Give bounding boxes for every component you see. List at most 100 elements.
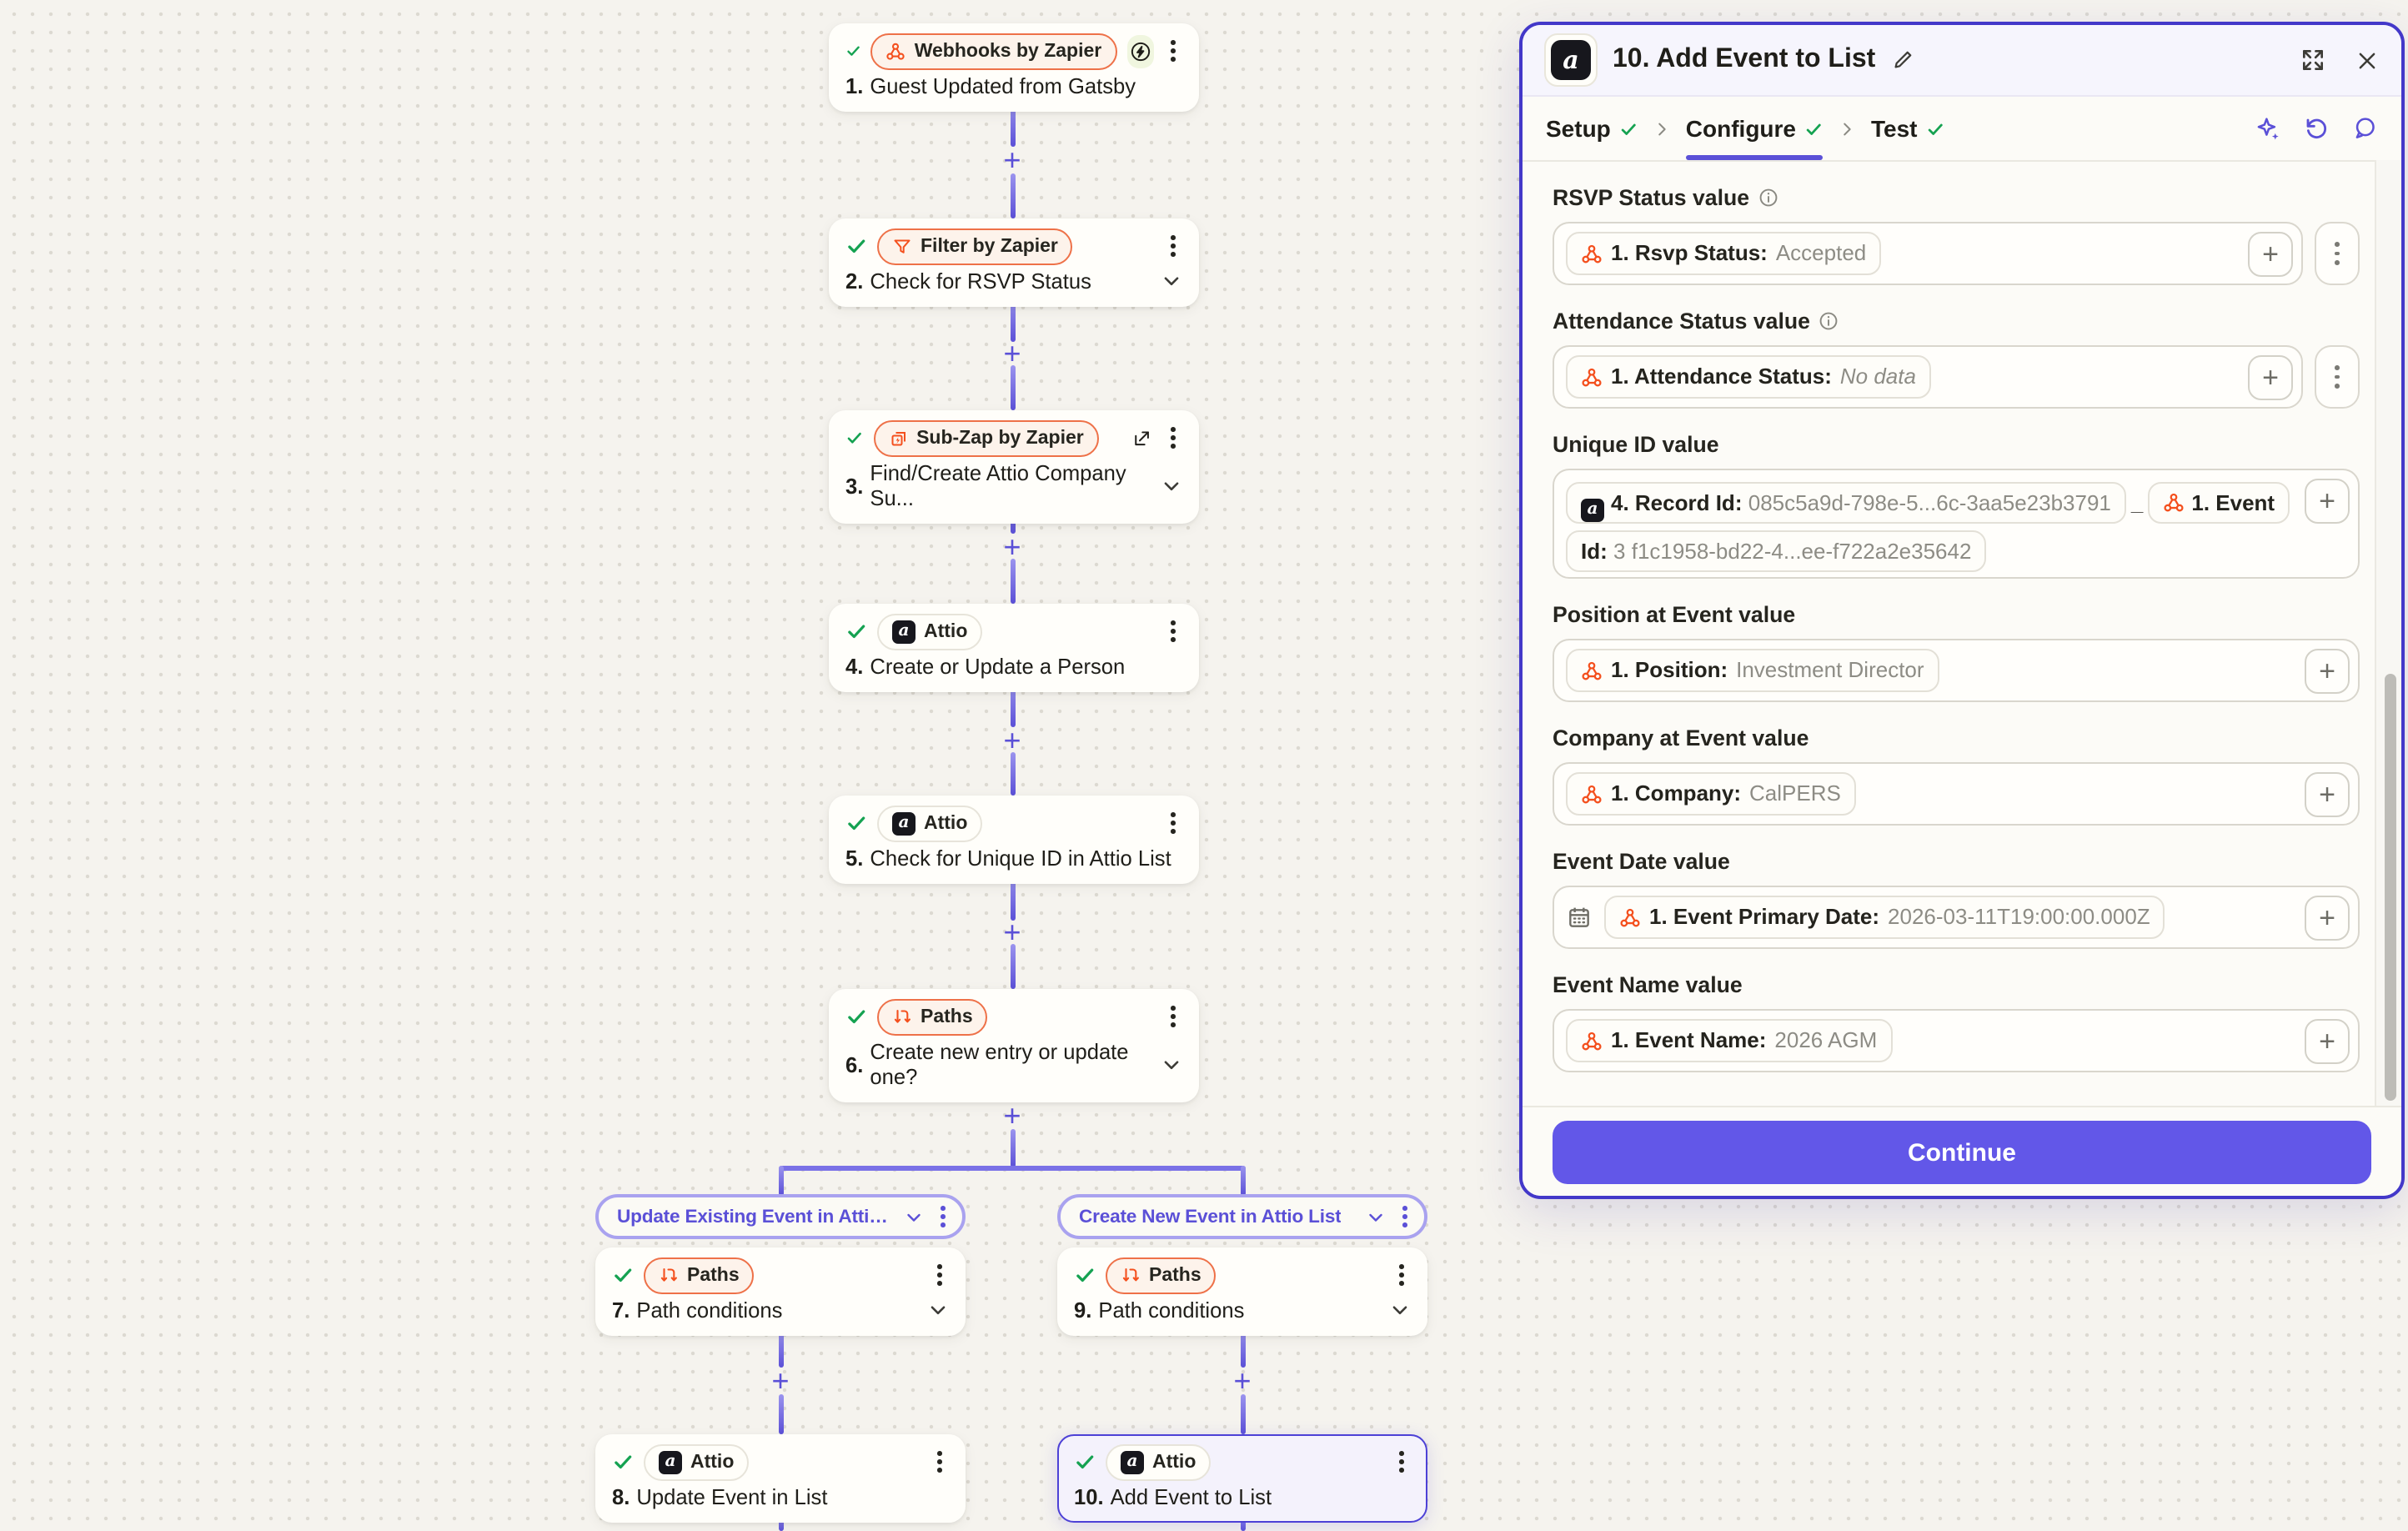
step-node-2[interactable]: Filter by Zapier 2.Check for RSVP Status — [829, 218, 1199, 307]
add-mapping-button[interactable]: + — [2248, 232, 2293, 277]
branch-label-update-existing[interactable]: Update Existing Event in Attio List — [595, 1194, 966, 1239]
kebab-menu-icon[interactable] — [1392, 1258, 1411, 1291]
token-chip[interactable]: 1. Position:Investment Director — [1566, 649, 1939, 692]
app-pill-paths[interactable]: Paths — [1106, 1257, 1217, 1293]
comment-icon[interactable] — [2351, 115, 2378, 142]
chevron-down-icon[interactable] — [1389, 1299, 1411, 1321]
chevron-down-icon[interactable] — [1161, 270, 1182, 292]
app-pill-webhooks[interactable]: Webhooks by Zapier — [870, 33, 1117, 69]
continue-button[interactable]: Continue — [1553, 1121, 2371, 1184]
app-pill-paths[interactable]: Paths — [644, 1257, 755, 1293]
add-step-button[interactable]: + — [1003, 1099, 1021, 1132]
tab-test[interactable]: Test — [1871, 97, 1944, 160]
calendar-icon[interactable] — [1566, 904, 1593, 931]
token-chip[interactable]: 1. Attendance Status:No data — [1566, 355, 1931, 399]
mapped-field-input[interactable]: 1. Event Primary Date:2026-03-11T19:00:0… — [1553, 886, 2360, 949]
mapped-field-input[interactable]: 1. Attendance Status:No data + — [1553, 345, 2303, 409]
kebab-menu-icon[interactable] — [1396, 1200, 1414, 1232]
chevron-down-icon[interactable] — [904, 1207, 924, 1227]
panel-tabs: Setup Configure Test — [1523, 97, 2401, 162]
tab-configure[interactable]: Configure — [1685, 97, 1824, 160]
kebab-menu-icon[interactable] — [1164, 1000, 1182, 1032]
kebab-menu-icon[interactable] — [1392, 1445, 1411, 1478]
step-node-1[interactable]: Webhooks by Zapier 1.Guest Updated from … — [829, 23, 1199, 112]
external-link-icon[interactable] — [1132, 426, 1151, 449]
add-step-button[interactable]: + — [1003, 143, 1021, 177]
kebab-menu-icon[interactable] — [931, 1445, 949, 1478]
kebab-menu-icon[interactable] — [1164, 229, 1182, 262]
chevron-down-icon[interactable] — [1161, 474, 1182, 496]
add-mapping-button[interactable]: + — [2305, 479, 2350, 524]
close-icon[interactable] — [2355, 48, 2380, 73]
expand-icon[interactable] — [2300, 47, 2326, 73]
tab-setup[interactable]: Setup — [1546, 97, 1638, 160]
step-node-7[interactable]: Paths 7.Path conditions — [595, 1247, 966, 1336]
step-node-3[interactable]: Sub-Zap by Zapier 3.Find/Create Attio Co… — [829, 410, 1199, 524]
add-mapping-button[interactable]: + — [2305, 1019, 2350, 1064]
panel-scrollbar-track[interactable] — [2375, 160, 2401, 1106]
chevron-down-icon[interactable] — [1161, 1053, 1182, 1075]
mapped-field-input[interactable]: 1. Event Name:2026 AGM + — [1553, 1009, 2360, 1072]
refresh-icon[interactable] — [2303, 115, 2330, 142]
edit-title-icon[interactable] — [1890, 48, 1914, 72]
flow-connector — [1011, 297, 1015, 342]
add-step-button[interactable]: + — [1233, 1364, 1252, 1398]
mapped-field-input[interactable]: 1. Position:Investment Director + — [1553, 639, 2360, 702]
kebab-menu-icon[interactable] — [1164, 806, 1182, 839]
ai-sparkle-icon[interactable] — [2255, 115, 2281, 142]
token-chip[interactable]: 1. Event Primary Date:2026-03-11T19:00:0… — [1604, 896, 2165, 939]
flow-connector — [1011, 365, 1015, 410]
add-step-button[interactable]: + — [1003, 530, 1021, 564]
panel-scrollbar-thumb[interactable] — [2384, 674, 2395, 1101]
kebab-menu-icon[interactable] — [1164, 34, 1182, 67]
chevron-down-icon[interactable] — [1366, 1207, 1386, 1227]
success-check-icon — [845, 427, 863, 449]
add-mapping-button[interactable]: + — [2305, 896, 2350, 941]
token-chip[interactable]: 1. Rsvp Status:Accepted — [1566, 232, 1882, 275]
attio-icon: a — [892, 811, 916, 835]
add-mapping-button[interactable]: + — [2305, 772, 2350, 817]
info-icon[interactable] — [1819, 310, 1840, 332]
kebab-menu-icon[interactable] — [1164, 615, 1182, 647]
info-icon[interactable] — [1758, 187, 1779, 208]
flow-connector — [1241, 1394, 1245, 1434]
paths-icon — [1121, 1265, 1141, 1285]
field-options-kebab[interactable] — [2315, 222, 2360, 285]
app-pill-paths[interactable]: Paths — [877, 998, 988, 1035]
step-node-6[interactable]: Paths 6.Create new entry or update one? — [829, 989, 1199, 1102]
step-node-9[interactable]: Paths 9.Path conditions — [1057, 1247, 1427, 1336]
add-step-button[interactable]: + — [1003, 337, 1021, 370]
kebab-menu-icon[interactable] — [1164, 421, 1182, 454]
mapped-field-input[interactable]: 1. Rsvp Status:Accepted + — [1553, 222, 2303, 285]
add-step-button[interactable]: + — [1003, 916, 1021, 949]
mapped-field-input[interactable]: 1. Company:CalPERS + — [1553, 762, 2360, 826]
field-options-kebab[interactable] — [2315, 345, 2360, 409]
add-mapping-button[interactable]: + — [2305, 649, 2350, 694]
branch-label-create-new[interactable]: Create New Event in Attio List — [1057, 1194, 1427, 1239]
token-chip[interactable]: 1. Event Name:2026 AGM — [1566, 1019, 1893, 1062]
success-check-icon — [612, 1264, 634, 1286]
token-chip[interactable]: 1. Company:CalPERS — [1566, 772, 1856, 816]
step-title: Check for RSVP Status — [870, 269, 1091, 294]
app-pill-filter[interactable]: Filter by Zapier — [877, 228, 1073, 264]
kebab-menu-icon[interactable] — [931, 1258, 949, 1291]
token-name: 1. Attendance Status: — [1611, 364, 1832, 389]
add-step-button[interactable]: + — [1003, 724, 1021, 757]
kebab-menu-icon[interactable] — [934, 1200, 952, 1232]
step-title: Add Event to List — [1110, 1484, 1272, 1509]
add-mapping-button[interactable]: + — [2248, 355, 2293, 400]
app-pill-subzap[interactable]: Sub-Zap by Zapier — [873, 419, 1099, 456]
step-title: Find/Create Attio Company Su... — [870, 460, 1126, 510]
chevron-down-icon[interactable] — [927, 1299, 949, 1321]
add-step-button[interactable]: + — [771, 1364, 790, 1398]
